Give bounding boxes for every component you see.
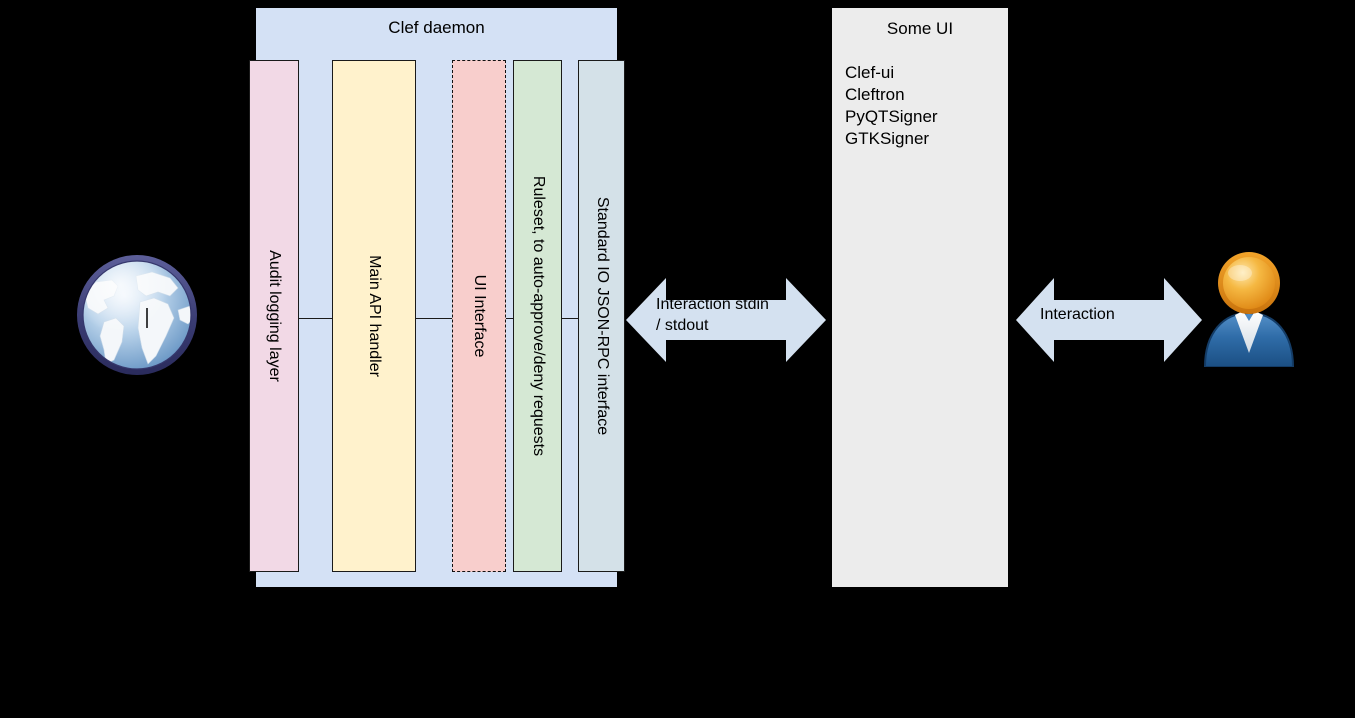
clef-daemon-container [256, 8, 617, 587]
component-standard-io-label: Standard IO JSON-RPC interface [593, 196, 611, 436]
component-audit-logging-layer-label: Audit logging layer [266, 250, 283, 382]
list-item: PyQTSigner [845, 107, 938, 126]
some-ui-panel: Some UI Clef-ui Cleftron PyQTSigner GTKS… [832, 8, 1008, 587]
clef-daemon-title: Clef daemon [388, 18, 485, 37]
list-item: Clef-ui [845, 63, 895, 82]
component-main-api-handler-label: Main API handler [366, 255, 383, 377]
connector-api-to-ui [416, 318, 452, 319]
list-item: Cleftron [845, 85, 905, 104]
some-ui-list: Clef-ui Cleftron PyQTSigner GTKSigner [845, 62, 938, 150]
component-audit-logging-layer: Audit logging layer [249, 60, 299, 572]
connector-ui-to-ruleset [506, 318, 513, 319]
component-ui-interface: UI Interface [452, 60, 506, 572]
user-icon [1197, 249, 1301, 368]
connector-ruleset-to-stdio [562, 318, 578, 319]
connector-audit-to-api [299, 318, 332, 319]
user-arrow [1016, 278, 1202, 362]
some-ui-title: Some UI [886, 19, 954, 38]
stdio-arrow-label: Interaction stdin / stdout [656, 296, 769, 334]
globe-icon [74, 252, 200, 378]
component-ui-interface-label: UI Interface [471, 274, 488, 358]
component-ruleset: Ruleset, to auto-approve/deny requests [513, 60, 562, 572]
component-main-api-handler: Main API handler [332, 60, 416, 572]
stdio-arrow [626, 278, 826, 362]
component-standard-io: Standard IO JSON-RPC interface [578, 60, 625, 572]
user-arrow-label: Interaction [1040, 306, 1115, 323]
component-ruleset-label: Ruleset, to auto-approve/deny requests [529, 175, 547, 457]
list-item: GTKSigner [845, 129, 930, 148]
